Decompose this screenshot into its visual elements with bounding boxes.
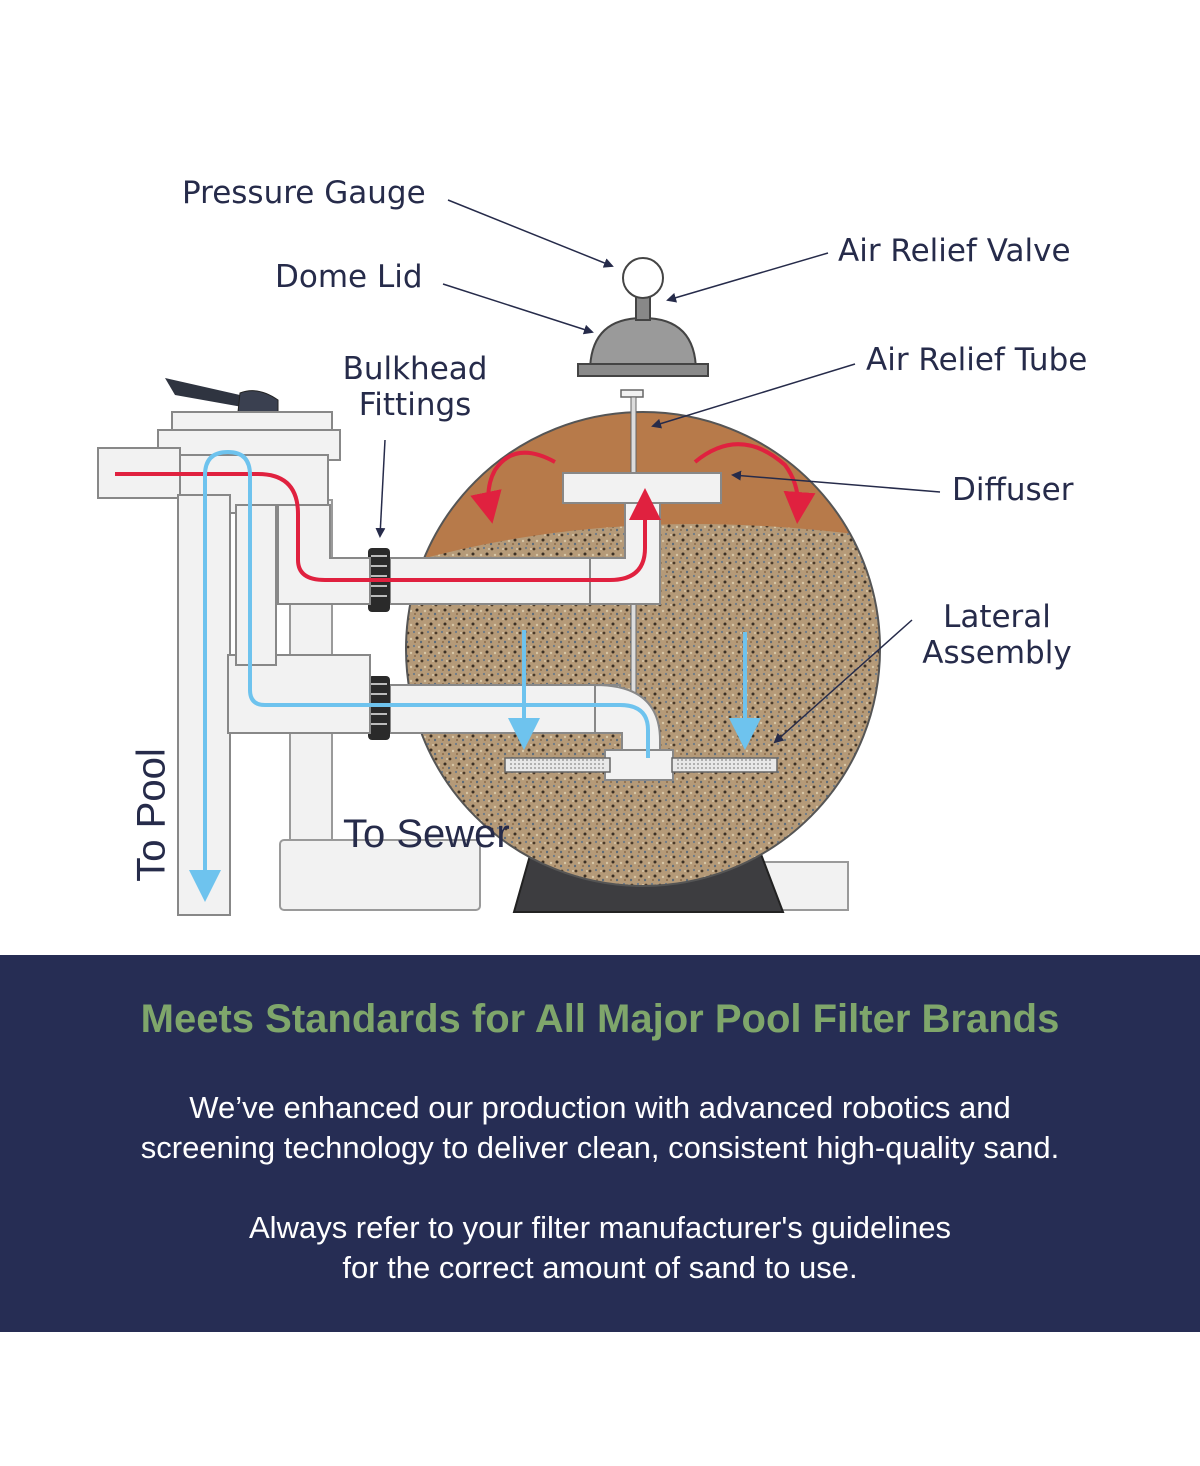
sand-filter-diagram: Pressure Gauge Dome Lid Air Relief Valve…	[97, 175, 1088, 916]
filter-illustration	[97, 199, 941, 916]
bulkhead-fittings	[368, 548, 390, 740]
bulkhead-fittings-label: Bulkhead Fittings	[336, 351, 494, 423]
bulkhead-fittings-label-line2: Fittings	[358, 386, 472, 423]
banner-paragraph-production: We’ve enhanced our production with advan…	[0, 1088, 1200, 1168]
dome-lid-label: Dome Lid	[275, 259, 423, 295]
label-leaders	[375, 199, 941, 744]
pressure-gauge-label: Pressure Gauge	[182, 175, 426, 211]
banner-paragraph-production-line2: screening technology to deliver clean, c…	[140, 1130, 1060, 1165]
inflow-flow-arrow	[115, 472, 661, 582]
diffuser-flow-left	[470, 450, 556, 524]
lateral-assembly-label: Lateral Assembly	[912, 599, 1082, 671]
lateral-assembly-label-line1: Lateral	[943, 599, 1051, 635]
multiport-valve	[97, 378, 341, 514]
banner-paragraph-guidelines: Always refer to your filter manufacturer…	[0, 1208, 1200, 1288]
outflow-pipe-internal	[389, 683, 674, 781]
banner-paragraph-guidelines-line1: Always refer to your filter manufacturer…	[249, 1210, 951, 1245]
to-sewer-label: To Sewer	[343, 812, 510, 856]
diffuser-flow-right	[693, 442, 816, 524]
outflow-flow-arrow	[189, 449, 650, 902]
air-relief-tube-label: Air Relief Tube	[866, 342, 1088, 378]
to-pool-label: To Pool	[129, 748, 174, 882]
bulkhead-fittings-label-line1: Bulkhead	[342, 351, 488, 387]
banner-paragraph-production-line1: We’ve enhanced our production with advan…	[189, 1090, 1011, 1125]
dome-lid	[577, 257, 709, 377]
lateral-assembly	[504, 757, 778, 773]
lateral-assembly-label-line2: Assembly	[922, 634, 1072, 671]
air-relief-valve-label: Air Relief Valve	[838, 233, 1071, 269]
banner-paragraph-guidelines-line2: for the correct amount of sand to use.	[342, 1250, 858, 1285]
diffuser-label: Diffuser	[952, 472, 1074, 508]
banner-heading: Meets Standards for All Major Pool Filte…	[140, 997, 1060, 1041]
info-banner	[0, 955, 1200, 1332]
